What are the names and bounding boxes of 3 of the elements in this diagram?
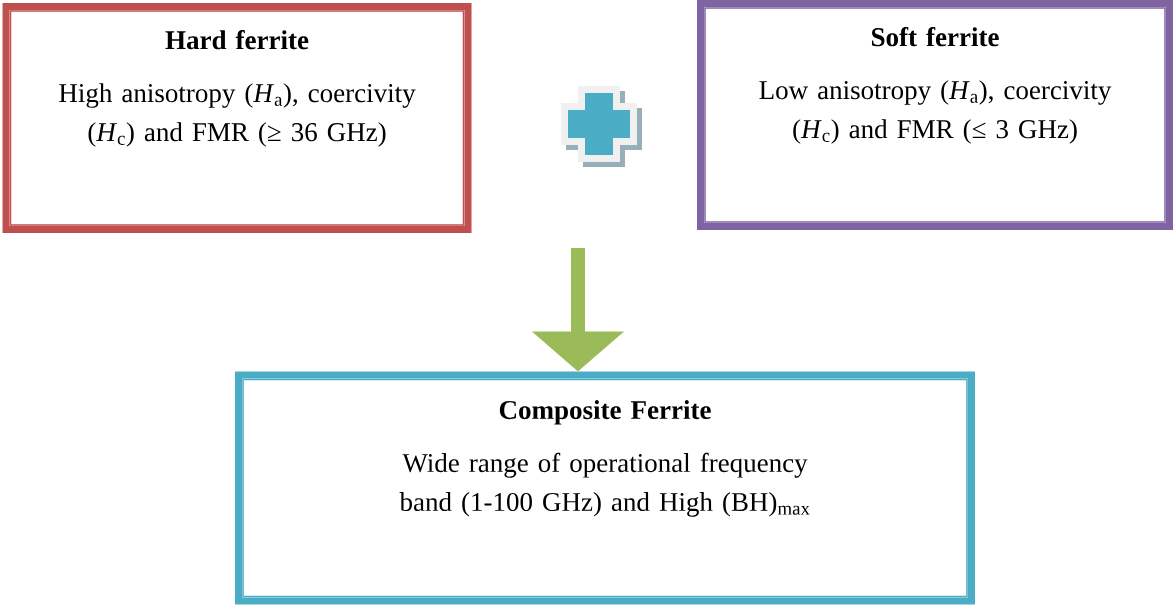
text-box: Composite Ferrite Wide range of operational frequency band (1-100 GHz) and High (BH)$_{max}$	[235, 371, 975, 605]
text-box: Hard ferrite High anisotropy (H$_{a}$), coercivity (H$_{c}$) and FMR (≥ 36 GHz)	[2, 3, 472, 233]
text-box: Soft ferrite Low anisotropy (H$_{a}$), coercivity (H$_{c}$) and FMR (≤ 3 GHz)	[697, 0, 1173, 230]
